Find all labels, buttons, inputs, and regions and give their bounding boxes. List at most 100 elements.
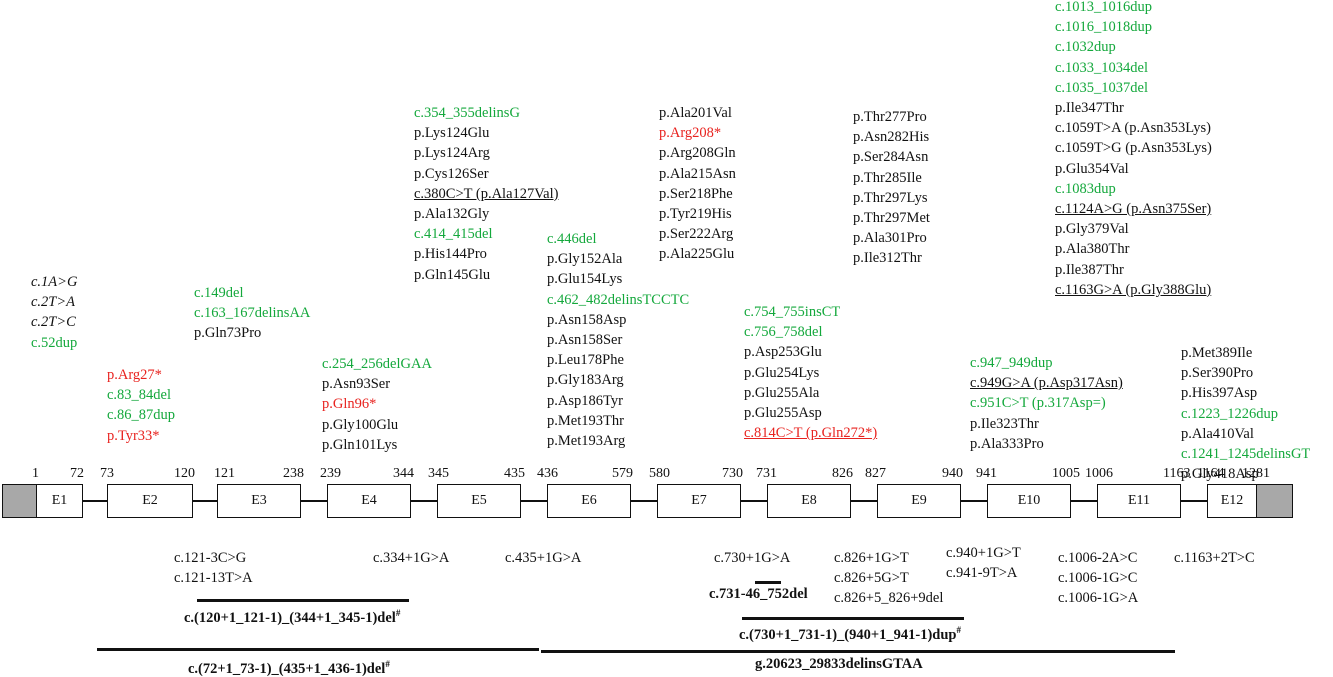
- deletion-bar: [197, 599, 409, 602]
- splice-variant-label: c.940+1G>T: [946, 545, 1021, 561]
- exon-box: E3: [217, 484, 301, 518]
- splice-variant-label: c.730+1G>A: [714, 550, 791, 566]
- variant-label: p.Thr285Ile: [853, 169, 922, 186]
- variant-label: c.1013_1016dup: [1055, 0, 1153, 15]
- variant-label: p.Asn158Ser: [547, 332, 623, 349]
- variant-label: c.1A>G: [31, 274, 78, 290]
- variant-label: p.Glu255Asp: [744, 405, 822, 422]
- splice-variant-label: c.1006-2A>C: [1058, 550, 1138, 566]
- variant-label: c.1223_1226dup: [1181, 405, 1279, 422]
- intron-line: [520, 500, 548, 502]
- variant-label: p.Lys124Arg: [414, 145, 490, 162]
- variant-label: c.380C>T (p.Ala127Val): [414, 185, 559, 202]
- splice-variant-label: c.826+1G>T: [834, 550, 909, 566]
- variant-label: c.754_755insCT: [744, 304, 841, 320]
- variant-label: p.Gln73Pro: [194, 325, 262, 342]
- splice-variant-label: c.435+1G>A: [505, 550, 582, 566]
- variant-label: c.1035_1037del: [1055, 79, 1149, 96]
- variant-label: p.Asn282His: [853, 129, 930, 146]
- variant-label: c.86_87dup: [107, 407, 176, 424]
- variant-label: p.Gly418Asp: [1181, 466, 1259, 483]
- exon-start-number: 239: [320, 466, 341, 481]
- variant-label: p.Arg208*: [659, 125, 722, 142]
- variant-label: c.149del: [194, 285, 244, 301]
- variant-label: p.Ala132Gly: [414, 206, 490, 223]
- exon-box: E5: [437, 484, 521, 518]
- intron-line: [300, 500, 328, 502]
- exon-end-number: 1163: [1163, 466, 1191, 481]
- exon-end-number: 826: [832, 466, 853, 481]
- splice-variant-label: c.121-13T>A: [174, 570, 253, 587]
- exon-start-number: 73: [100, 466, 114, 481]
- intron-line: [1180, 500, 1208, 502]
- splice-variant-label: c.1006-1G>C: [1058, 570, 1138, 587]
- variant-label: c.52dup: [31, 334, 78, 351]
- variant-label: p.Glu254Lys: [744, 364, 820, 381]
- variant-label: p.Ala225Glu: [659, 246, 735, 263]
- variant-label: p.Ile323Thr: [970, 415, 1039, 432]
- variant-label: p.Asn158Asp: [547, 311, 627, 328]
- exon-start-number: 345: [428, 466, 449, 481]
- intron-line: [960, 500, 988, 502]
- exon-box: E1: [36, 484, 83, 518]
- exon-end-number: 435: [504, 466, 525, 481]
- delins-bar: [541, 650, 1175, 653]
- utr-3prime: [1256, 484, 1293, 518]
- variant-label: c.1033_1034del: [1055, 59, 1149, 76]
- variant-label: c.2T>C: [31, 314, 76, 331]
- variant-label: p.His144Pro: [414, 246, 487, 263]
- exon-start-number: 731: [756, 466, 777, 481]
- variant-label: c.814C>T (p.Gln272*): [744, 425, 878, 442]
- variant-label: p.Gln101Lys: [322, 436, 398, 453]
- variant-label: p.His397Asp: [1181, 385, 1258, 402]
- variant-label: c.83_84del: [107, 387, 172, 404]
- exon-end-number: 1005: [1052, 466, 1080, 481]
- exon-box: E6: [547, 484, 631, 518]
- exon-end-number: 72: [70, 466, 84, 481]
- deletion-label: c.(120+1_121-1)_(344+1_345-1)del#: [184, 608, 401, 626]
- splice-variant-label: c.334+1G>A: [373, 550, 450, 566]
- intron-line: [630, 500, 658, 502]
- exon-start-number: 827: [865, 466, 886, 481]
- exon-box: E10: [987, 484, 1071, 518]
- variant-label: p.Arg208Gln: [659, 145, 736, 162]
- variant-label: p.Met389Ile: [1181, 345, 1253, 361]
- exon-end-number: 579: [612, 466, 633, 481]
- exon-start-number: 436: [537, 466, 558, 481]
- variant-label: p.Gly379Val: [1055, 221, 1129, 238]
- variant-label: p.Glu154Lys: [547, 271, 623, 288]
- variant-label: c.1163G>A (p.Gly388Glu): [1055, 281, 1212, 298]
- variant-label: c.354_355delinsG: [414, 105, 520, 121]
- intron-line: [850, 500, 878, 502]
- utr-5prime: [2, 484, 37, 518]
- duplication-bar: [742, 617, 964, 620]
- deletion-label: c.(72+1_73-1)_(435+1_436-1)del#: [188, 659, 390, 677]
- variant-label: p.Glu255Ala: [744, 384, 820, 401]
- intron-line: [410, 500, 438, 502]
- variant-label: p.Glu354Val: [1055, 160, 1129, 177]
- splice-variant-label: c.121-3C>G: [174, 550, 247, 566]
- exon-start-number: 1: [32, 466, 39, 481]
- exon-start-number: 580: [649, 466, 670, 481]
- variant-label: c.1059T>G (p.Asn353Lys): [1055, 140, 1212, 157]
- intron-line: [82, 500, 108, 502]
- duplication-label: c.(730+1_731-1)_(940+1_941-1)dup#: [739, 625, 961, 643]
- variant-label: p.Thr277Pro: [853, 109, 927, 125]
- intron-line: [192, 500, 218, 502]
- intron-line: [740, 500, 768, 502]
- variant-label: p.Gly152Ala: [547, 251, 623, 268]
- variant-label: c.462_482delinsTCCTC: [547, 291, 690, 308]
- splice-variants-intron2: c.121-3C>G c.121-13T>A: [174, 548, 253, 588]
- exon-box: E12: [1207, 484, 1257, 518]
